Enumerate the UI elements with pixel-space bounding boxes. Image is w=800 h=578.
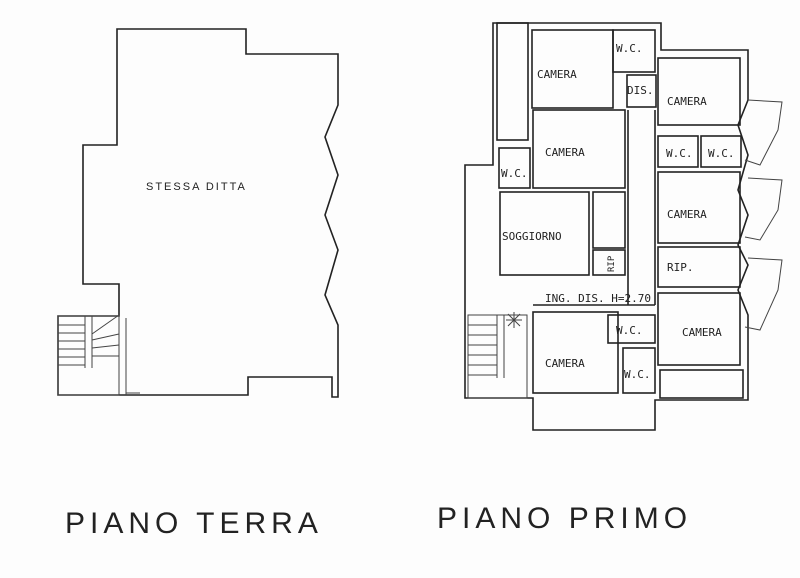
room-wc-right-b: W.C.: [708, 147, 735, 160]
first-floor-walls: [496, 22, 744, 399]
stessa-ditta-label: STESSA DITTA: [146, 181, 247, 193]
room-dis: DIS.: [627, 84, 654, 97]
room-wc-top: W.C.: [616, 42, 643, 55]
first-floor-plan: CAMERA W.C. DIS. CAMERA CAMERA W.C. W.C.…: [464, 22, 783, 431]
first-floor-balconies: [744, 99, 783, 331]
first-floor-outline: [464, 22, 749, 431]
room-wc-right-a: W.C.: [666, 147, 693, 160]
ground-floor-title: PIANO TERRA: [65, 507, 323, 540]
room-entrance: ING. DIS. H=2.70: [545, 292, 651, 305]
room-camera-2: CAMERA: [545, 146, 585, 159]
room-camera-right-1: CAMERA: [667, 95, 707, 108]
room-soggiorno: SOGGIORNO: [502, 230, 562, 243]
room-rip-small: RIP: [607, 255, 617, 272]
room-camera-right-3: CAMERA: [682, 326, 722, 339]
ground-floor-stairs: [57, 314, 140, 396]
room-wc-bottom-b: W.C.: [624, 368, 651, 381]
first-floor-title: PIANO PRIMO: [437, 502, 692, 535]
first-floor-stairs: [467, 312, 528, 399]
room-rip: RIP.: [667, 261, 694, 274]
room-camera-right-2: CAMERA: [667, 208, 707, 221]
room-camera-1: CAMERA: [537, 68, 577, 81]
ground-floor-outline: [57, 28, 339, 398]
room-wc-bottom-a: W.C.: [616, 324, 643, 337]
room-wc-left: W.C.: [501, 167, 528, 180]
ground-floor-plan: STESSA DITTA: [57, 28, 339, 398]
room-camera-bottom: CAMERA: [545, 357, 585, 370]
